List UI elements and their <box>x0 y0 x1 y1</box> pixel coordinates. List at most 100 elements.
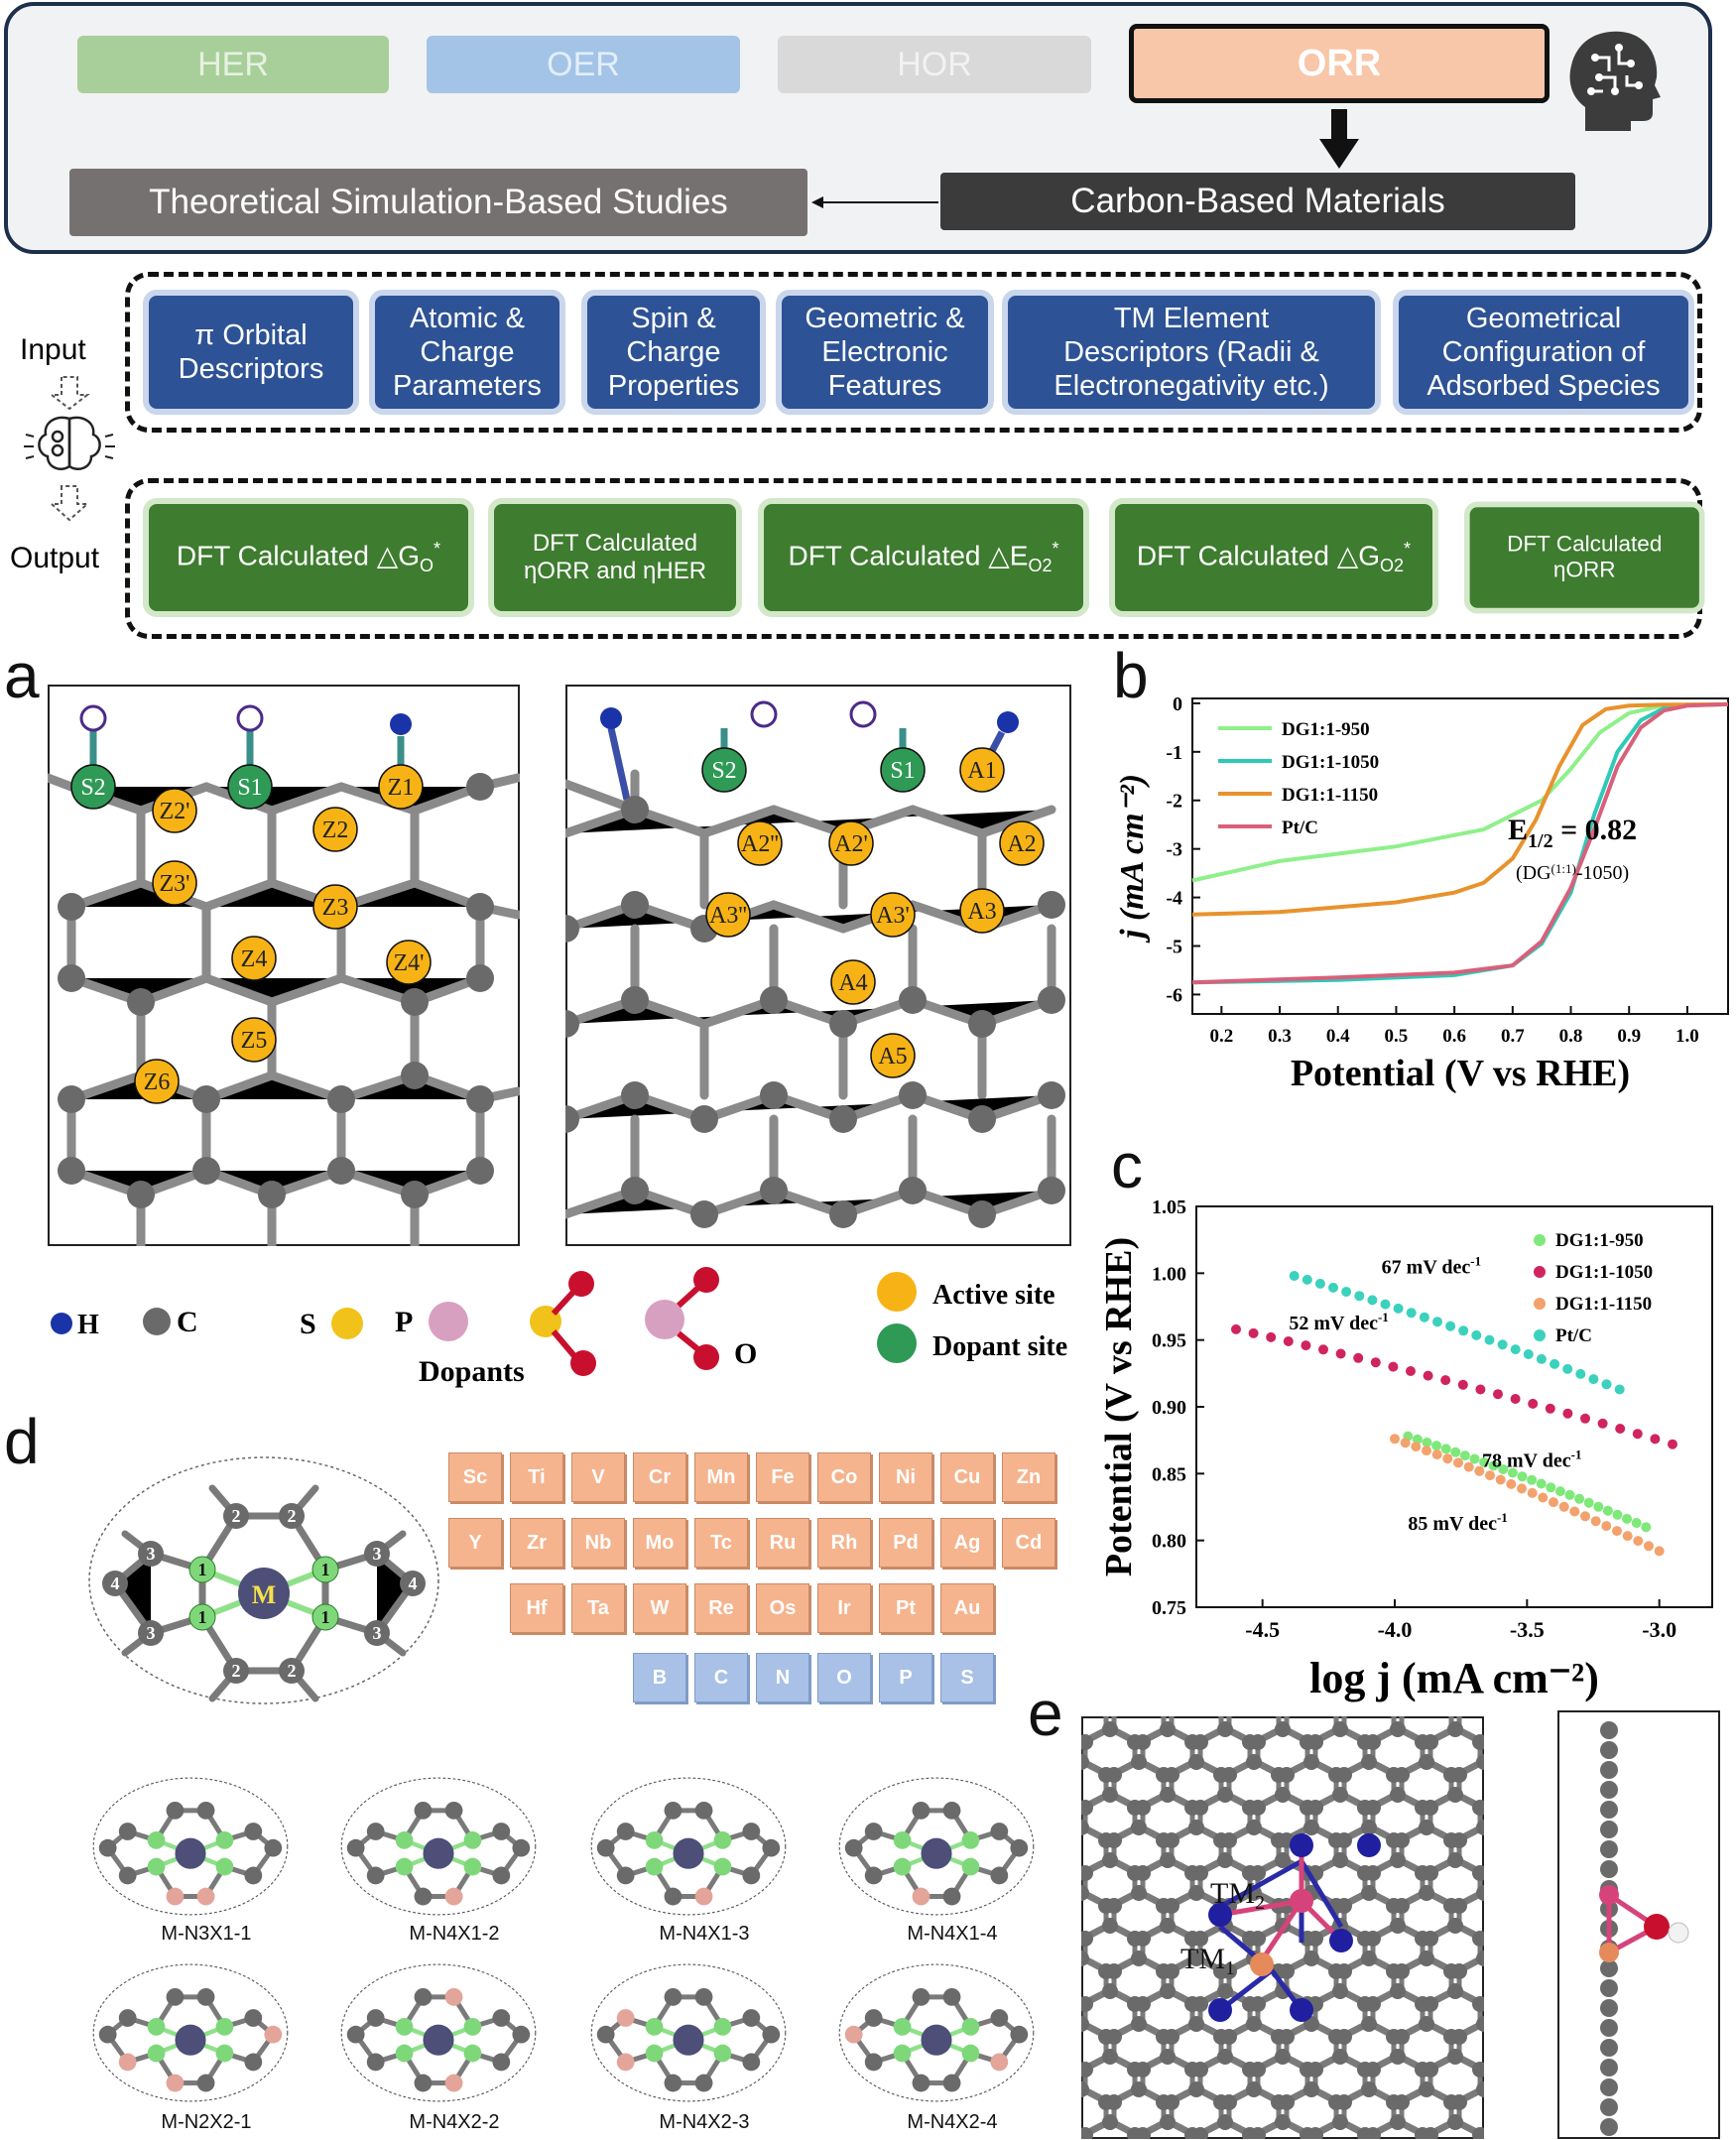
legend-h: H <box>77 1310 99 1340</box>
structure-label: M-N4X1-2 <box>409 1923 500 1945</box>
legend-marker <box>1534 1266 1546 1278</box>
structure-label: M-N4X2-4 <box>907 2111 998 2133</box>
data-point <box>1622 1531 1633 1542</box>
data-point <box>1517 1471 1528 1482</box>
descriptor-pi-orbital: π Orbital Descriptors <box>143 290 359 415</box>
element-mn: Mn <box>694 1452 748 1502</box>
data-point <box>1574 1493 1585 1504</box>
descriptor-spin-charge: Spin & Charge Properties <box>581 290 766 415</box>
data-point <box>1431 1449 1442 1460</box>
svg-text:3: 3 <box>147 1623 156 1643</box>
element-ru: Ru <box>756 1518 809 1568</box>
y-tick-label: -6 <box>1166 984 1182 1006</box>
element-ir: Ir <box>817 1583 871 1633</box>
data-point <box>1289 1271 1300 1281</box>
x-tick-label: 0.5 <box>1385 1026 1409 1047</box>
site-s2: S2 <box>80 775 105 801</box>
data-point <box>1554 1486 1565 1497</box>
output-delta-e-o2: DFT Calculated △EO2* <box>758 498 1089 617</box>
data-point <box>1588 1374 1599 1385</box>
x-tick-label: 0.3 <box>1268 1026 1292 1047</box>
element-cd: Cd <box>1002 1518 1055 1568</box>
half-wave-annotation: E1/2 = 0.82 <box>1508 814 1637 852</box>
y-tick-label: 0.85 <box>1152 1463 1186 1485</box>
x-tick-label: 0.4 <box>1326 1026 1350 1047</box>
data-point <box>1367 1295 1378 1306</box>
site-z4: Z4 <box>241 946 268 972</box>
site-a1: A1 <box>967 758 996 784</box>
panel-a-legend: H C S P O Dopants Active site Dopant sit… <box>51 1267 1067 1388</box>
data-point <box>1301 1340 1311 1351</box>
data-point <box>1506 1478 1517 1489</box>
data-point <box>1562 1408 1573 1419</box>
data-point <box>1545 1403 1555 1414</box>
down-arrow-icon <box>1319 109 1359 169</box>
output-delta-g-o2-label: DFT Calculated △GO2* <box>1136 539 1412 576</box>
data-point <box>1633 1536 1644 1547</box>
svg-text:1: 1 <box>321 1607 330 1627</box>
site-s1-right: S1 <box>890 758 915 784</box>
data-point <box>1353 1352 1364 1363</box>
reaction-oer-label: OER <box>547 45 620 83</box>
element-rh: Rh <box>817 1518 871 1568</box>
data-point <box>1248 1327 1259 1338</box>
element-s: S <box>940 1653 994 1702</box>
data-point <box>1527 1474 1538 1485</box>
site-s2-right: S2 <box>711 758 736 784</box>
svg-text:3: 3 <box>373 1544 382 1564</box>
element-nb: Nb <box>571 1518 625 1568</box>
doped-structure <box>838 1777 1035 1916</box>
element-w: W <box>633 1583 686 1633</box>
data-point <box>1615 1424 1626 1434</box>
data-point <box>1650 1434 1661 1445</box>
tafel-slope-label: 85 mV dec-1 <box>1408 1510 1507 1535</box>
data-point <box>1632 1429 1643 1440</box>
element-mo: Mo <box>633 1518 686 1568</box>
structure-label: M-N4X1-3 <box>659 1923 750 1945</box>
y-tick-label: 0.95 <box>1152 1330 1186 1352</box>
site-a5: A5 <box>878 1044 907 1070</box>
reaction-hor: HOR <box>778 36 1091 93</box>
element-zn: Zn <box>1002 1452 1055 1502</box>
data-point <box>1558 1501 1569 1512</box>
y-tick-label: 1.00 <box>1152 1263 1186 1285</box>
site-z2: Z2 <box>322 818 349 843</box>
data-point <box>1580 1413 1590 1424</box>
x-tick-label: 1.0 <box>1675 1026 1699 1047</box>
tm2-label: TM2 <box>1210 1877 1265 1914</box>
element-ag: Ag <box>940 1518 994 1568</box>
data-point <box>1546 1482 1556 1493</box>
svg-text:1: 1 <box>198 1560 207 1579</box>
panel-label-e: e <box>1028 1678 1063 1749</box>
data-point <box>1318 1344 1328 1355</box>
data-point <box>1459 1450 1470 1461</box>
x-tick-label: -4.5 <box>1245 1617 1280 1642</box>
data-point <box>1517 1483 1527 1494</box>
series-line <box>1191 701 1729 985</box>
legend-label: Pt/C <box>1282 818 1318 838</box>
data-point <box>1463 1461 1474 1472</box>
data-point <box>1432 1317 1442 1327</box>
data-point <box>1601 1379 1612 1390</box>
series-line <box>1191 701 1729 917</box>
output-delta-e-o2-label: DFT Calculated △EO2* <box>788 539 1059 576</box>
svg-text:3: 3 <box>373 1623 382 1643</box>
x-axis-label: Potential (V vs RHE) <box>1291 1053 1630 1094</box>
data-point <box>1231 1323 1241 1334</box>
element-c: C <box>694 1653 748 1702</box>
doped-structure <box>92 1963 289 2102</box>
materials-box: Carbon-Based Materials <box>940 173 1575 230</box>
site-z4p: Z4' <box>394 950 425 976</box>
output-eta-orr-her: DFT Calculated ηORR and ηHER <box>488 498 742 617</box>
legend-marker <box>1534 1234 1546 1246</box>
panel-label-c: c <box>1111 1130 1143 1201</box>
svg-text:2: 2 <box>232 1506 241 1526</box>
data-point <box>1495 1474 1506 1485</box>
element-co: Co <box>817 1452 871 1502</box>
site-a2pp: A2'' <box>741 831 779 857</box>
legend-label: DG1:1-950 <box>1555 1230 1644 1251</box>
element-tc: Tc <box>694 1518 748 1568</box>
y-tick-label: 0 <box>1173 693 1182 715</box>
data-point <box>1445 1321 1456 1331</box>
brain-icon <box>24 376 115 522</box>
